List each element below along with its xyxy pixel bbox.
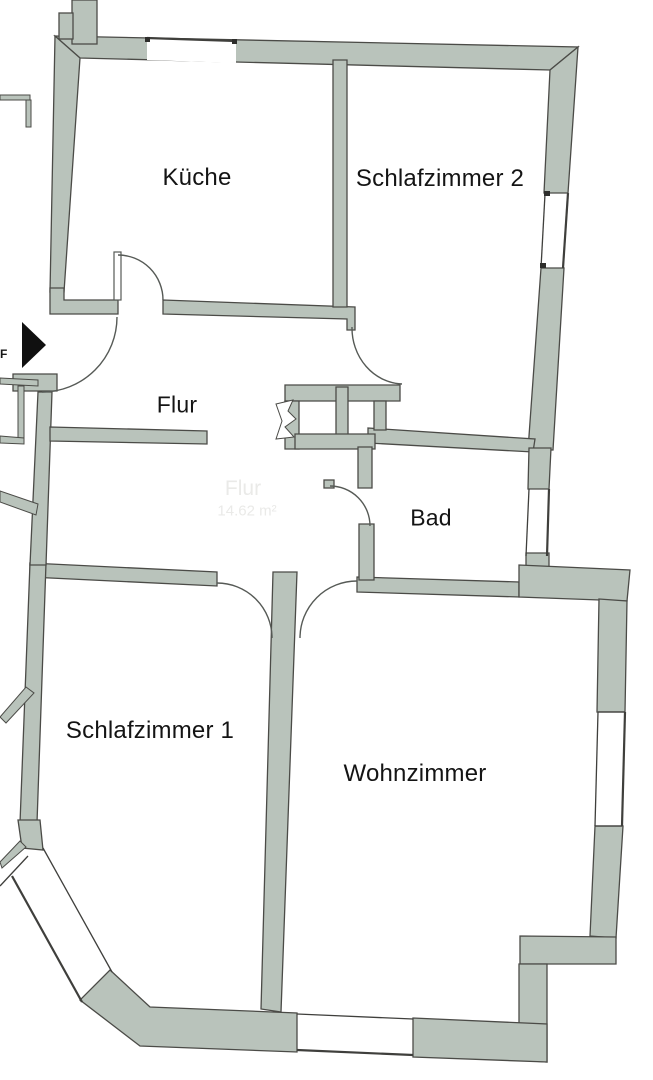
window-bedroom2-inner [540,193,546,269]
window-kitchen-tick-left [145,37,150,42]
door-leaf-kitchen [113,251,122,301]
window-kitchen-tick-right [232,39,237,44]
wall-east-mid [527,267,565,451]
door-arc-bedroom1 [216,582,273,639]
wall-bottom-right [412,1017,548,1063]
door-arc-entrance [41,316,118,393]
window-bottom-top [296,1013,414,1020]
door-arc-bad [329,485,371,527]
room-label-schlafzimmer1: Schlafzimmer 1 [65,717,235,744]
window-kitchen [147,38,236,63]
wall-sw-corner [17,819,44,851]
wall-left-diagonal-thin [0,490,39,516]
wall-east-bad [527,447,552,490]
room-label-flur: Flur [156,391,198,418]
entrance-arrow-icon [22,322,46,368]
window-bedroom2-tick-top [544,191,550,196]
wall-livingroom-north [356,576,520,598]
wall-kitchen-south-west [49,287,119,315]
ghost-watermark-area: 14.62 m² [217,502,277,520]
shaft-break-symbol [275,399,297,440]
window-bedroom2-tick-bottom [540,263,546,268]
wall-neighbour-h [0,94,31,101]
wall-bad-west-upper [357,446,373,489]
wall-chimney-step [58,12,74,40]
window-bottom-bottom [296,1048,414,1057]
wall-landing-h1 [0,377,39,387]
window-bad-inner [525,488,530,557]
window-diagonal-rail [0,855,29,887]
wall-bad-west-lower [358,523,375,581]
room-label-wohnzimmer: Wohnzimmer [343,760,487,787]
wall-neighbour-v [25,99,32,128]
wall-se-step [519,935,617,965]
wall-kitchen-bedroom2 [332,59,348,308]
wall-top [53,35,580,71]
windows [0,36,627,1057]
ghost-watermark-room: Flur [224,477,262,500]
shaft-right-column [373,400,387,431]
door-arc-livingroom [299,580,358,639]
wall-balcony-stub-2 [0,840,27,869]
wall-livingroom-east-lower [589,825,624,939]
window-livingroom-inner [594,711,599,827]
room-label-bad: Bad [410,504,452,531]
door-arc-kitchen [117,254,164,301]
window-kitchen-frame [146,36,237,43]
wall-chimney [71,0,98,45]
walls [0,0,631,1063]
wall-hall-stub [49,426,208,445]
doors [41,251,403,639]
window-diagonal-inner [42,847,113,973]
wall-kitchen-west [49,34,81,293]
door-arc-bedroom2 [351,326,403,385]
wall-partition-bedroom1-livingroom [260,571,298,1013]
room-label-kueche: Küche [162,164,232,191]
wall-bad-north [367,427,536,453]
room-label-schlafzimmer2: Schlafzimmer 2 [355,165,525,192]
window-livingroom-outer [620,711,627,827]
window-diagonal-outer [11,875,83,1003]
wall-livingroom-east-upper [596,598,628,713]
wall-balcony-stub-1 [0,686,35,724]
wall-landing-h2 [0,435,25,445]
window-bedroom2-outer [561,192,570,269]
window-bad-outer [545,488,551,557]
wall-livingroom-ne [518,564,631,602]
shaft-bottom-bar [294,433,376,450]
edge-text-fragment: F [0,347,8,361]
wall-bad-door-stub [323,479,335,489]
wall-hall-west [29,391,53,566]
wall-bedroom1-north [29,562,218,587]
wall-kitchen-south-east [162,299,356,331]
shaft-mid-column [335,386,349,442]
wall-landing-v [17,385,25,439]
